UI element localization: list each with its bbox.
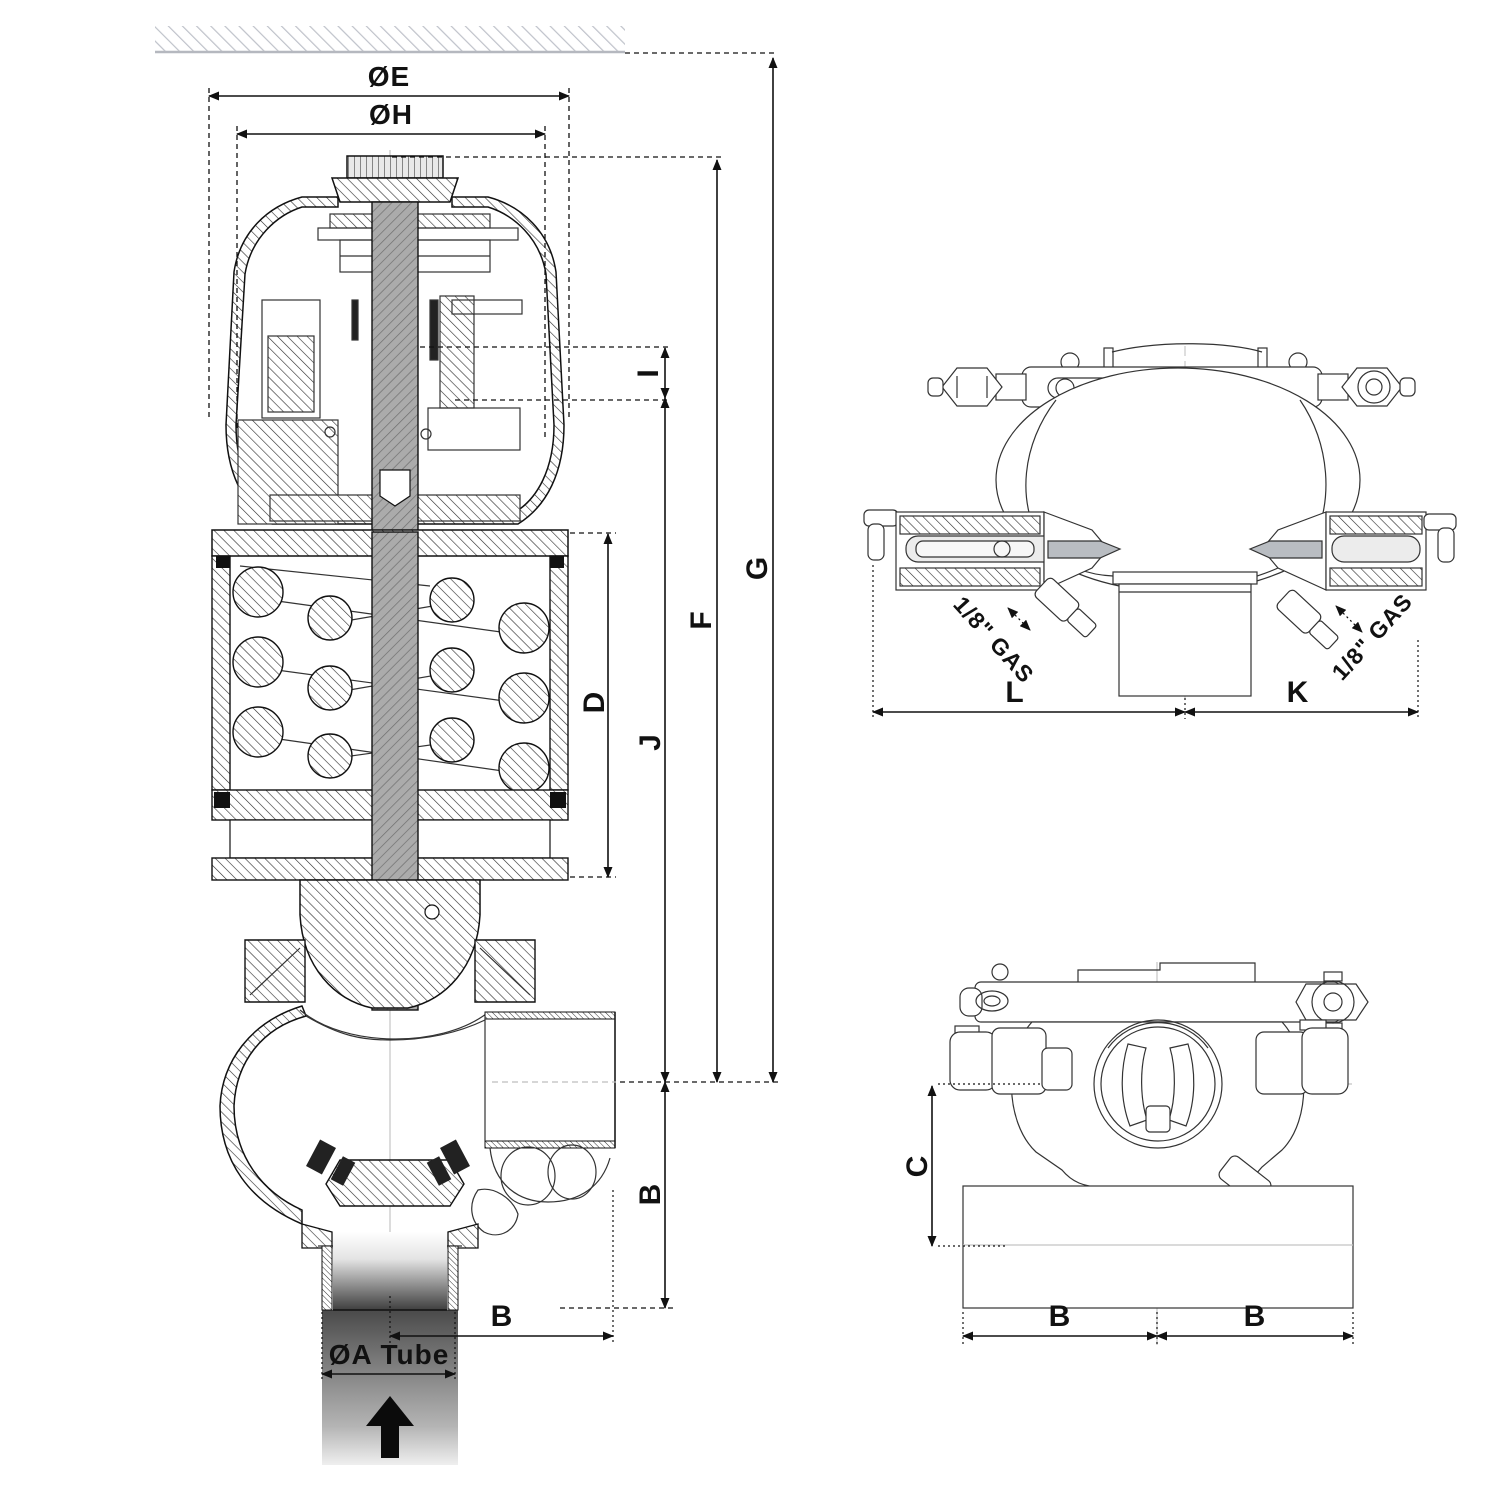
dim-label-b-right: B — [1244, 1300, 1267, 1333]
valve-body — [219, 1005, 616, 1249]
spindle-left — [1047, 540, 1122, 559]
dim-label-i: I — [632, 368, 665, 377]
top-view-left-assembly — [863, 509, 1122, 638]
top-view-outlet — [1112, 571, 1258, 697]
top-view: 1/8" GAS 1/8" GAS L K — [863, 343, 1457, 719]
dim-label-c: C — [901, 1155, 934, 1178]
front-view-dome-top — [1077, 962, 1256, 982]
dim-label-oa-tube: ØA Tube — [329, 1339, 450, 1370]
gas-label-left: 1/8" GAS — [948, 591, 1039, 688]
dim-label-b-left: B — [1049, 1300, 1072, 1333]
sight-window — [1093, 1019, 1223, 1149]
spring-coils — [232, 566, 550, 794]
main-dimensions: ØE ØH I J F G D B B ØA T — [208, 57, 778, 1382]
top-view-dimensions: L K — [872, 565, 1419, 719]
dim-label-k: K — [1287, 676, 1310, 709]
seat-seals — [306, 1139, 470, 1186]
spindle-right — [1248, 540, 1323, 559]
main-section-view: ØE ØH I J F G D B B ØA T — [155, 26, 778, 1465]
dim-label-b-bottom: B — [491, 1300, 514, 1333]
side-port — [484, 1011, 616, 1149]
dim-label-oh: ØH — [369, 99, 413, 130]
front-view: C B B — [901, 962, 1369, 1346]
bonnet-yoke — [244, 879, 536, 1009]
flow-direction-arrow-icon — [366, 1396, 414, 1458]
front-view-dim-c: C — [901, 1083, 1040, 1247]
dim-label-b-side: B — [634, 1183, 667, 1206]
dim-label-d: D — [578, 691, 611, 714]
actuator-head — [225, 155, 565, 533]
top-view-right-assembly — [1248, 511, 1457, 650]
front-view-left-fitting — [949, 1025, 1073, 1095]
hex-nut-right — [1341, 367, 1403, 407]
hex-nut-left — [941, 367, 1003, 407]
front-view-base — [962, 1185, 1354, 1309]
port-clamp — [471, 1144, 611, 1236]
dim-label-l: L — [1005, 676, 1024, 709]
actuator-cap-knurl — [346, 155, 444, 179]
front-view-dim-bb: B B — [962, 1300, 1354, 1346]
front-view-body — [1010, 1019, 1305, 1188]
dim-label-oe: ØE — [368, 61, 410, 92]
ceiling-hatch — [155, 26, 778, 54]
front-view-clamp-bar — [959, 971, 1369, 1033]
dim-label-j: J — [634, 733, 667, 751]
dim-label-g: G — [741, 556, 774, 580]
gas-label-right: 1/8" GAS — [1327, 588, 1418, 685]
dim-label-f: F — [685, 610, 718, 629]
